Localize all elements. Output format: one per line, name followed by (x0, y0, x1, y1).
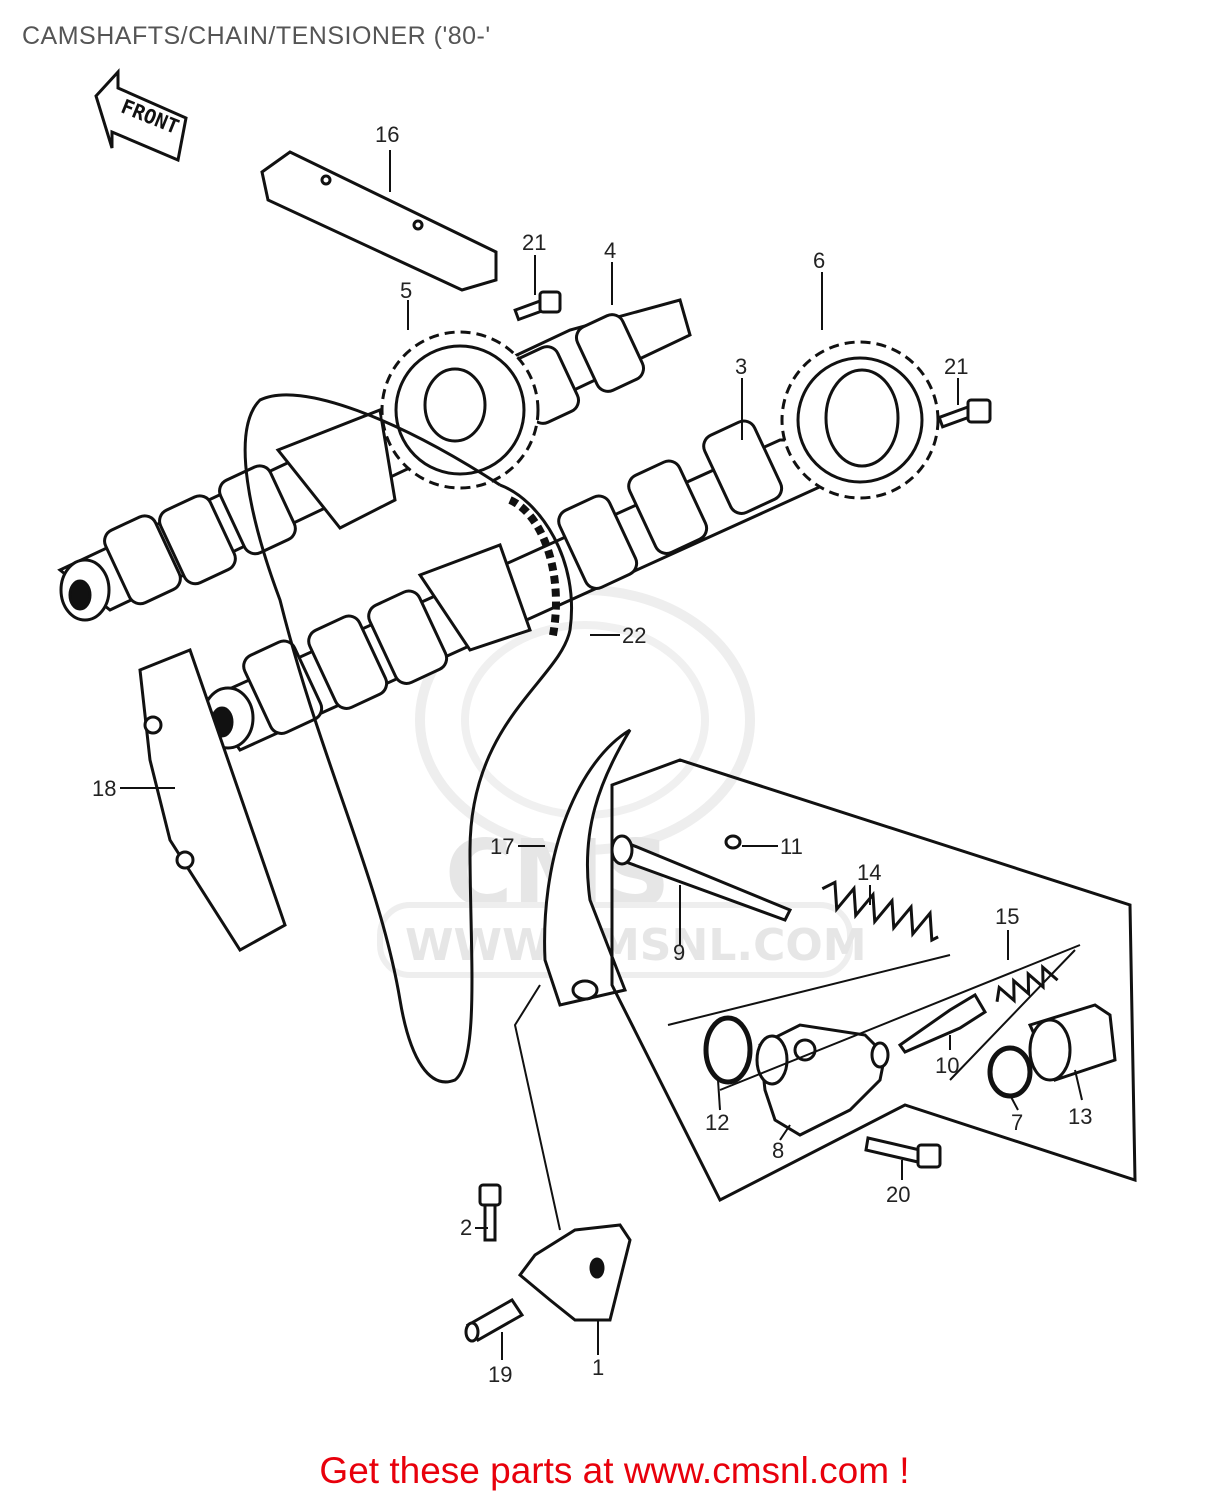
part-1-bracket (517, 1223, 632, 1322)
part-8-tensioner-body (755, 1023, 890, 1137)
part-2-bolt (478, 1183, 502, 1242)
callout-17: 17 (490, 834, 514, 859)
part-16-top-guide (260, 150, 498, 292)
part-3-camshaft (201, 419, 837, 752)
footer-suffix: ! (889, 1450, 910, 1491)
watermark-url: WWW.CMSNL.COM (405, 920, 867, 971)
tensioner-assembly-outline (610, 758, 1137, 1203)
part-13-cap (1027, 1003, 1117, 1082)
callout-21-right: 21 (944, 354, 968, 379)
callout-7: 7 (1011, 1110, 1023, 1135)
part-5-sprocket (380, 330, 540, 490)
leader-lines (120, 150, 1083, 1360)
callout-11: 11 (780, 834, 803, 859)
callout-19: 19 (488, 1362, 512, 1387)
callout-13: 13 (1068, 1104, 1092, 1129)
callout-21-left: 21 (522, 230, 546, 255)
callout-2: 2 (460, 1215, 472, 1240)
part-19-pin (464, 1298, 525, 1343)
part-6-sprocket (780, 340, 940, 500)
callout-18: 18 (92, 776, 116, 801)
footer-link[interactable]: www.cmsnl.com (623, 1450, 890, 1491)
part-9-push-rod (610, 834, 793, 922)
callout-3: 3 (735, 354, 747, 379)
part-21-bolt-left (513, 290, 562, 322)
callout-20: 20 (886, 1182, 910, 1207)
callout-8: 8 (772, 1138, 784, 1163)
part-14-spring (821, 879, 939, 943)
callout-4: 4 (604, 238, 616, 263)
callout-16: 16 (375, 122, 399, 147)
front-arrow-icon: FRONT (94, 68, 188, 163)
part-17-tensioner-guide (543, 728, 632, 1007)
part-20-bolt (864, 1136, 942, 1169)
callout-5: 5 (400, 278, 412, 303)
footer-promo: Get these parts at www.cmsnl.com ! (0, 1450, 1229, 1492)
callout-12: 12 (705, 1110, 729, 1135)
part-7-washer (987, 1045, 1033, 1099)
parts-diagram: CMS WWW.CMSNL.COM FRONT (57, 68, 1137, 1387)
callout-15: 15 (995, 904, 1019, 929)
part-10-plunger (897, 992, 988, 1054)
callout-9: 9 (673, 940, 685, 965)
part-21-bolt-right (937, 398, 992, 429)
part-15-spring (995, 963, 1059, 1004)
callout-14: 14 (857, 860, 881, 885)
callout-6: 6 (813, 248, 825, 273)
callout-10: 10 (935, 1053, 959, 1078)
footer-prefix: Get these parts at (319, 1450, 624, 1491)
page-title: CAMSHAFTS/CHAIN/TENSIONER ('80-' (22, 22, 491, 50)
part-12-o-ring (703, 1015, 753, 1085)
callout-1: 1 (592, 1355, 604, 1380)
callout-22: 22 (622, 623, 646, 648)
callouts: 16 21 4 5 6 3 21 22 18 17 11 14 9 15 10 … (92, 122, 1092, 1387)
part-11-pin (724, 834, 742, 850)
part-18-chain-guide (138, 648, 287, 952)
part-22-cam-chain (243, 393, 573, 1084)
